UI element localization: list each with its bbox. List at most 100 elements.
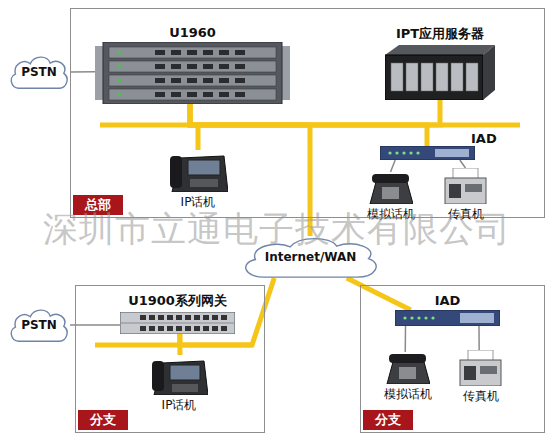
analog-art <box>368 172 413 204</box>
fax-art <box>443 168 488 204</box>
drive-bay <box>391 63 403 91</box>
keypad <box>190 179 218 187</box>
card-slot <box>109 75 276 86</box>
fax-device: 传真机 <box>458 350 503 386</box>
chassis <box>103 42 282 104</box>
port <box>203 315 209 320</box>
gateway-case <box>120 312 235 334</box>
port <box>219 92 229 97</box>
drive-bay <box>466 63 478 91</box>
seam <box>120 323 235 324</box>
phone-line <box>460 160 466 168</box>
panel <box>465 184 482 192</box>
drive-bay <box>451 63 463 91</box>
port <box>171 78 181 83</box>
port <box>167 315 173 320</box>
port-panel <box>435 149 469 157</box>
port <box>235 78 245 83</box>
led <box>424 316 427 319</box>
port <box>155 50 165 55</box>
phone-line <box>478 326 480 350</box>
device-label: IPT应用服务器 <box>385 25 495 43</box>
port <box>185 326 191 331</box>
port <box>171 50 181 55</box>
led <box>402 151 405 154</box>
u1960-art <box>95 42 290 104</box>
led <box>117 93 121 97</box>
gw-device: U1900系列网关 <box>120 312 235 334</box>
port <box>167 326 173 331</box>
port <box>158 315 164 320</box>
iad-device: IAD <box>395 310 500 326</box>
server-side <box>483 45 495 100</box>
handset <box>372 174 409 183</box>
card-slot <box>109 89 276 100</box>
lan-bus <box>95 343 252 348</box>
ipphone-device: IP话机 <box>168 150 228 192</box>
device-label: IP话机 <box>148 194 248 211</box>
port <box>140 315 146 320</box>
handset <box>152 361 164 391</box>
device-label: IAD <box>395 293 500 308</box>
network-cloud: PSTN <box>8 308 70 342</box>
port <box>187 64 197 69</box>
ipphone-art <box>150 355 208 395</box>
led <box>117 51 121 55</box>
drive-bay <box>421 63 433 91</box>
led <box>417 316 420 319</box>
iad-case <box>395 310 500 326</box>
port <box>187 78 197 83</box>
fax-body <box>445 178 486 204</box>
device-label: 模拟话机 <box>365 386 450 403</box>
led <box>117 79 121 83</box>
site-box: 分支 IAD 模拟话机传真机 <box>360 285 545 433</box>
iad-case <box>380 146 475 160</box>
site-box: 分支U1900系列网关IP话机 <box>75 285 265 433</box>
phone-line <box>391 160 396 172</box>
port <box>149 315 155 320</box>
phone-line <box>405 326 407 352</box>
port <box>203 326 209 331</box>
port <box>155 64 165 69</box>
phone-line <box>70 71 95 73</box>
analog-device: 模拟话机 <box>368 172 413 204</box>
port <box>235 92 245 97</box>
led <box>431 316 434 319</box>
panel <box>480 366 497 374</box>
port <box>203 78 213 83</box>
port <box>203 92 213 97</box>
port <box>194 315 200 320</box>
phone-body <box>387 362 430 384</box>
port <box>212 315 218 320</box>
phone-screen <box>188 160 220 175</box>
port <box>187 50 197 55</box>
led <box>388 151 391 154</box>
fax-device: 传真机 <box>443 168 488 204</box>
site-tag: 分支 <box>363 410 413 430</box>
phone-body <box>370 182 413 204</box>
ipphone-art <box>168 150 228 192</box>
device-label: 传真机 <box>438 388 523 405</box>
server-art <box>385 45 495 100</box>
port <box>171 64 181 69</box>
port <box>185 315 191 320</box>
fax-body <box>460 360 501 386</box>
port <box>203 64 213 69</box>
device-label: PSTN <box>8 55 70 89</box>
iad-art <box>380 146 475 160</box>
gw-art <box>120 312 235 334</box>
rack-ear <box>282 46 290 100</box>
port <box>155 78 165 83</box>
device-label: PSTN <box>8 308 70 342</box>
fax-art <box>458 350 503 386</box>
iad-device: IAD <box>380 146 475 160</box>
port <box>158 326 164 331</box>
port <box>187 92 197 97</box>
drive-bay <box>406 63 418 91</box>
keypad <box>382 187 399 199</box>
phone-screen <box>170 365 200 380</box>
port <box>221 326 227 331</box>
led <box>409 151 412 154</box>
port <box>140 326 146 331</box>
device-label: IP话机 <box>130 397 228 414</box>
